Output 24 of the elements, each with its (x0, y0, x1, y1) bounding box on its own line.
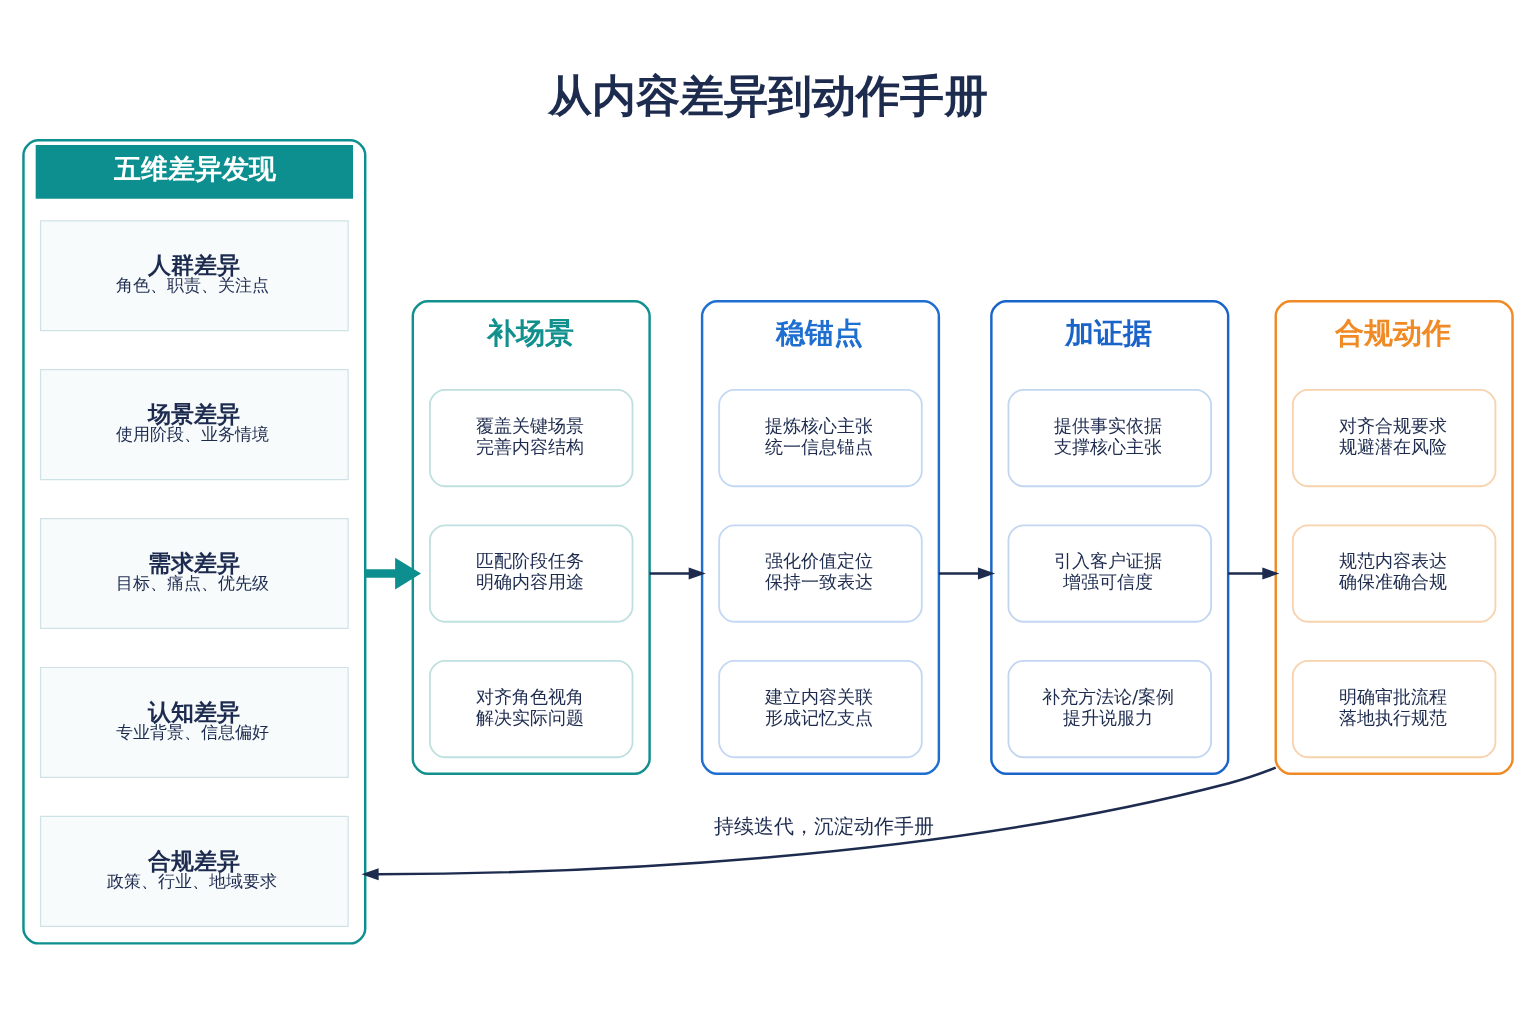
node-box: 强化价值定位 保持一致表达 (718, 523, 923, 623)
node-box: 提供事实依据 支撑核心主张 (1007, 388, 1212, 487)
node-box: 对齐角色视角 解决实际问题 (429, 659, 634, 758)
arrow (1228, 567, 1280, 579)
node-box: 规范内容表达 确保准确合规 (1291, 523, 1497, 623)
node-box: 需求差异 目标、痛点、优先级 (39, 517, 349, 629)
node-box: 引入客户证据 增强可信度 (1007, 523, 1212, 623)
arrow (365, 557, 421, 589)
node-box: 认知差异 专业背景、信息偏好 (39, 666, 349, 778)
edge-label: 持续迭代，沉淀动作手册 (714, 814, 935, 838)
diagram-title: 从内容差异到动作手册 (547, 69, 988, 121)
node-box: 对齐合规要求 规避潜在风险 (1291, 388, 1497, 487)
node-box: 覆盖关键场景 完善内容结构 (429, 388, 634, 487)
node-box: 建立内容关联 形成记忆支点 (718, 659, 923, 758)
node-box: 人群差异 角色、职责、关注点 (39, 219, 349, 331)
node-box: 补充方法论/案例 提升说服力 (1007, 659, 1212, 758)
arrow (938, 567, 996, 579)
node-box: 场景差异 使用阶段、业务情境 (39, 368, 349, 480)
node-box: 明确审批流程 落地执行规范 (1291, 659, 1497, 758)
arrow (361, 766, 1277, 880)
arrow (649, 567, 706, 579)
node-box: 合规差异 政策、行业、地域要求 (39, 815, 349, 927)
node-box: 提炼核心主张 统一信息锚点 (718, 388, 923, 487)
node-box: 匹配阶段任务 明确内容用途 (429, 523, 634, 623)
